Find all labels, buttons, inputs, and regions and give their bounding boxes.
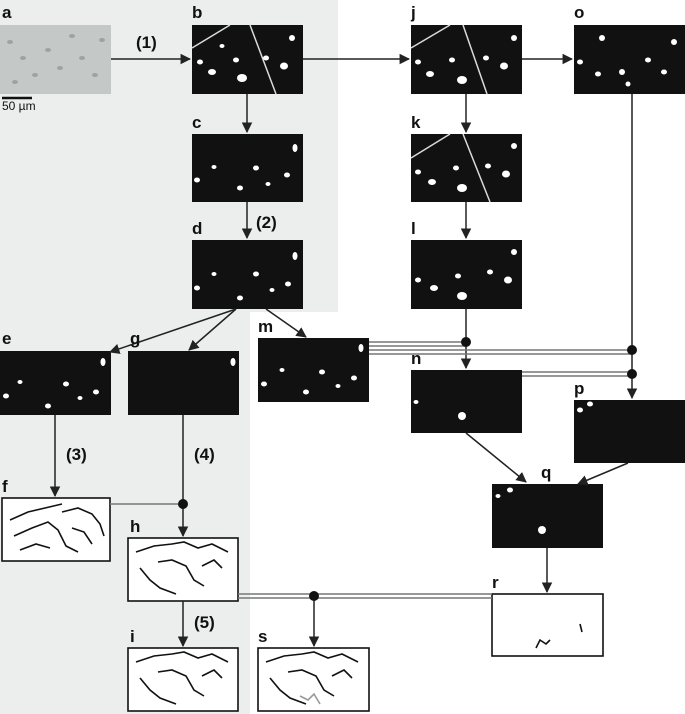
traces-i <box>135 651 229 705</box>
traces-h <box>135 541 229 595</box>
panel-d-image <box>192 240 303 309</box>
panel-b-image <box>192 25 303 94</box>
panel-s-image <box>257 647 370 712</box>
step-label-1: (1) <box>136 33 157 52</box>
panel-label-e: e <box>2 329 11 348</box>
panel-a-microscope-image <box>0 25 111 94</box>
panel-h-image <box>127 537 239 602</box>
panel-i-image <box>127 647 239 712</box>
flow-arrows <box>49 53 638 648</box>
panel-label-a: a <box>2 3 12 22</box>
panel-label-i: i <box>130 627 135 646</box>
panel-l-image <box>411 240 522 309</box>
blobs-j <box>415 35 517 84</box>
panel-label-j: j <box>410 3 416 22</box>
panel-label-b: b <box>192 3 202 22</box>
traces-f <box>9 503 105 553</box>
panel-label-r: r <box>492 573 499 592</box>
junction-dots <box>178 337 637 601</box>
blobs-c <box>194 144 298 191</box>
panel-label-f: f <box>2 477 8 496</box>
panel-label-p: p <box>574 379 584 398</box>
traces-s <box>265 651 359 705</box>
blobs-l <box>415 249 517 300</box>
panel-m-image <box>258 338 369 402</box>
panel-label-k: k <box>411 113 421 132</box>
scale-bar-label: 50 µm <box>2 99 36 113</box>
panel-label-l: l <box>411 219 416 238</box>
blobs-k <box>415 143 517 192</box>
blobs-q <box>495 487 546 534</box>
panel-label-c: c <box>192 113 201 132</box>
artifact-lines <box>191 24 491 203</box>
panel-label-g: g <box>130 329 140 348</box>
panel-f-image <box>1 497 111 562</box>
panel-r-image <box>491 593 604 657</box>
panel-e-image <box>0 351 111 415</box>
panel-label-n: n <box>411 349 421 368</box>
panel-g-image <box>128 351 239 415</box>
panel-k-image <box>411 134 522 202</box>
traces-s-highlight <box>299 692 321 705</box>
step-label-4: (4) <box>194 445 215 464</box>
blobs-b <box>197 35 295 82</box>
panel-label-o: o <box>574 3 584 22</box>
step-label-3: (3) <box>66 445 87 464</box>
traces-r <box>535 623 583 649</box>
blobs-m <box>261 344 364 395</box>
panel-n-image <box>411 370 522 433</box>
panel-q-image <box>492 484 603 548</box>
blobs-p <box>577 401 593 413</box>
panel-label-d: d <box>192 219 202 238</box>
panel-label-h: h <box>130 517 140 536</box>
panel-label-m: m <box>258 317 273 336</box>
blobs-o <box>577 35 677 87</box>
panel-p-image <box>574 400 685 463</box>
panel-label-q: q <box>541 463 551 482</box>
blobs-e <box>3 358 106 409</box>
panel-label-s: s <box>258 627 267 646</box>
blobs-n <box>413 400 466 420</box>
connector-lines <box>110 341 632 599</box>
step-label-5: (5) <box>194 613 215 632</box>
panel-c-image <box>192 134 303 202</box>
blobs-g <box>230 358 236 366</box>
step-label-2: (2) <box>256 213 277 232</box>
blobs-d <box>194 252 298 301</box>
